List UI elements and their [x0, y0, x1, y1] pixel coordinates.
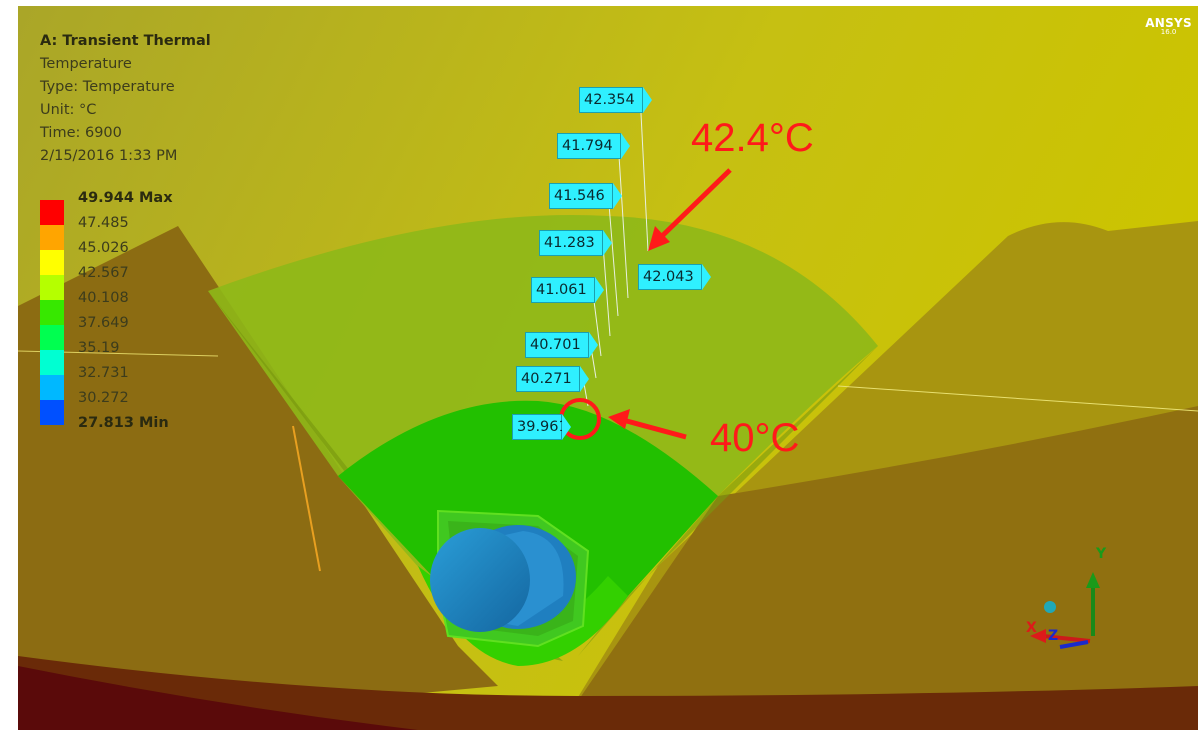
legend-label: 49.944 Max — [78, 190, 173, 206]
legend-label: 37.649 — [78, 315, 129, 331]
result-date: 2/15/2016 1:33 PM — [40, 148, 178, 164]
annotation-arrow-high — [648, 168, 732, 251]
left-wall — [18, 226, 498, 730]
legend-label: 40.108 — [78, 290, 129, 306]
legend-swatch — [40, 300, 64, 325]
legend-label: 32.731 — [78, 365, 129, 381]
edge-line — [292, 425, 321, 572]
annotation-arrow-low — [608, 409, 687, 440]
probe-value: 42.043 — [638, 264, 702, 290]
probe-value: 39.961 — [512, 414, 568, 440]
legend-swatch — [40, 400, 64, 425]
legend-swatch — [40, 250, 64, 275]
legend-swatch — [40, 200, 64, 225]
graphics-viewport[interactable]: A: Transient Thermal Temperature Type: T… — [18, 6, 1198, 730]
probe-pointer — [621, 133, 630, 159]
probe-pointer — [595, 277, 604, 303]
legend-swatch — [40, 375, 64, 400]
model-scene[interactable] — [18, 6, 1198, 730]
probe-value: 40.271 — [516, 366, 580, 392]
probe-pointer — [562, 414, 571, 440]
probe-pointer — [643, 87, 652, 113]
result-unit: Unit: °C — [40, 102, 97, 118]
analysis-title: A: Transient Thermal — [40, 33, 211, 49]
logo-name: ANSYS — [1145, 16, 1192, 30]
inner-green-bottom — [418, 566, 628, 666]
result-info: A: Transient Thermal Temperature Type: T… — [40, 30, 211, 168]
legend-label: 27.813 Min — [78, 415, 169, 431]
annotation-low-text: 40°C — [710, 416, 800, 460]
bolt-cylinder-face — [430, 528, 530, 632]
probe-value: 41.061 — [531, 277, 595, 303]
legend-swatch — [40, 225, 64, 250]
triad-z-label: Z — [1048, 628, 1059, 644]
legend-swatch — [40, 325, 64, 350]
probe-pointer — [580, 366, 589, 392]
right-brown-panel — [558, 406, 1198, 730]
probe-pointer — [702, 264, 711, 290]
legend-swatch — [40, 275, 64, 300]
annotation-high-text: 42.4°C — [691, 116, 814, 160]
probe-pointer — [613, 183, 622, 209]
probe-value: 41.283 — [539, 230, 603, 256]
result-time: Time: 6900 — [40, 125, 122, 141]
probe-value: 40.701 — [525, 332, 589, 358]
coordinate-triad — [1030, 572, 1100, 649]
legend-label: 35.19 — [78, 340, 120, 356]
probe-value: 41.794 — [557, 133, 621, 159]
probe-pointer — [603, 230, 612, 256]
result-type: Type: Temperature — [40, 79, 175, 95]
bottom-red-edge — [18, 666, 418, 730]
legend-label: 47.485 — [78, 215, 129, 231]
logo-version: 16.0 — [1160, 28, 1177, 36]
legend-swatch — [40, 350, 64, 375]
triad-x-label: X — [1026, 620, 1037, 636]
legend-label: 45.026 — [78, 240, 129, 256]
triad-y-label: Y — [1096, 546, 1107, 562]
result-name: Temperature — [40, 56, 132, 72]
ansys-logo: ANSYS 16.0 — [1145, 16, 1192, 36]
probe-ray-2 — [837, 385, 1198, 412]
probe-pointer — [589, 332, 598, 358]
legend-label: 42.567 — [78, 265, 129, 281]
bottom-dark-region — [18, 656, 1198, 730]
legend-label: 30.272 — [78, 390, 129, 406]
probe-value: 42.354 — [579, 87, 643, 113]
probe-value: 41.546 — [549, 183, 613, 209]
